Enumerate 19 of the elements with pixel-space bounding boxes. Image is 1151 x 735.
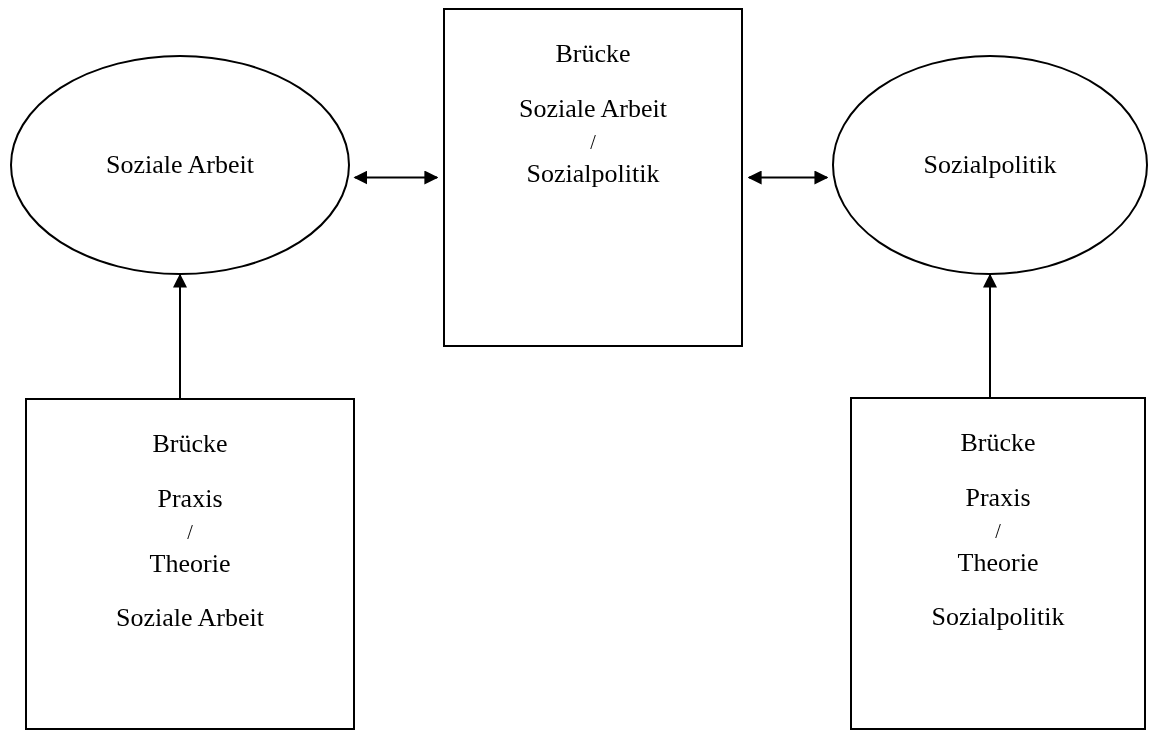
bridge-box xyxy=(850,397,1146,730)
bridge-box xyxy=(443,8,743,347)
arrow xyxy=(173,273,187,399)
node-label: Sozialpolitik xyxy=(923,148,1057,181)
ellipse-node xyxy=(832,55,1148,275)
box-heading: Brücke xyxy=(555,38,631,70)
node-label: Soziale Arbeit xyxy=(116,602,264,634)
box-heading: Brücke xyxy=(152,428,228,460)
node-label: Praxis / Theorie xyxy=(149,482,231,580)
node-label: Sozialpolitik xyxy=(931,601,1065,633)
box-heading: Brücke xyxy=(960,427,1036,459)
double-arrow xyxy=(353,170,439,185)
ellipse-node xyxy=(10,55,350,275)
node-label: Soziale Arbeit / Sozialpolitik xyxy=(519,92,667,190)
node-label: Soziale Arbeit xyxy=(106,148,254,181)
node-label: Praxis / Theorie xyxy=(957,481,1039,579)
double-arrow xyxy=(747,170,829,185)
arrow xyxy=(983,273,997,398)
bridge-box xyxy=(25,398,355,730)
